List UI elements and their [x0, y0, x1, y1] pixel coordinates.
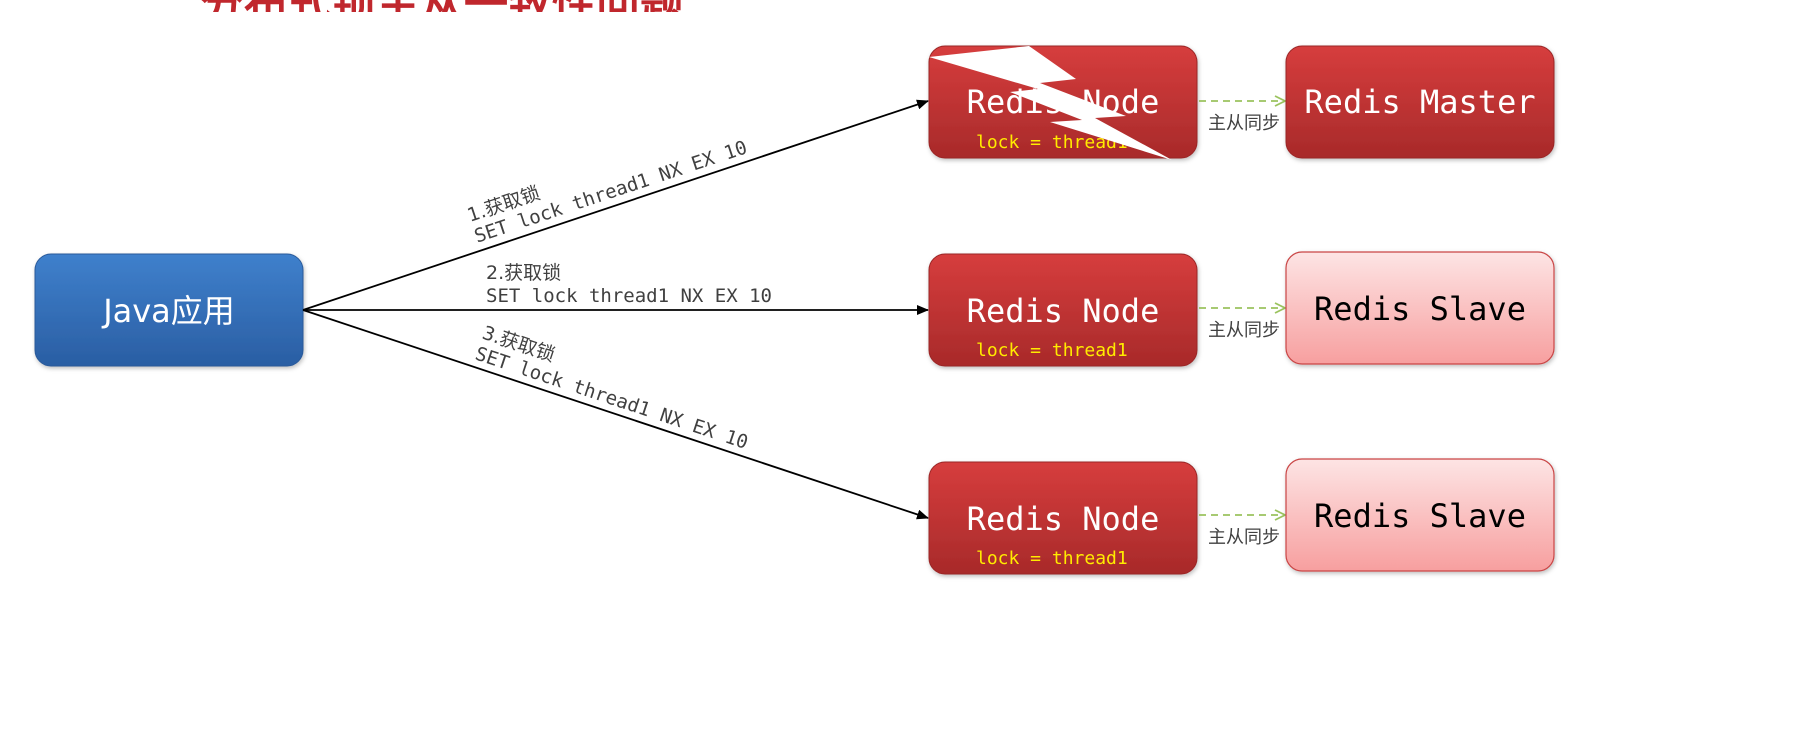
redis-master-box: Redis Master: [1285, 45, 1555, 159]
redis-slave-1-label: Redis Slave: [1314, 290, 1526, 328]
sync-label-3: 主从同步: [1208, 527, 1280, 548]
request-2-label: 2.获取锁 SET lock thread1 NX EX 10: [486, 262, 772, 307]
lightning-bolt-icon: [929, 46, 1172, 160]
sync-label-2: 主从同步: [1208, 320, 1280, 341]
redis-node-3-lock: lock = thread1: [976, 548, 1128, 569]
redis-slave-2-label: Redis Slave: [1314, 497, 1526, 535]
request-2-command: SET lock thread1 NX EX 10: [486, 285, 772, 307]
redis-node-1-lock: lock = thread1: [976, 132, 1128, 153]
request-3-label: 3.获取锁 SET lock thread1 NX EX 10: [472, 322, 750, 454]
redis-master-label: Redis Master: [1304, 83, 1535, 121]
sync-label-1: 主从同步: [1208, 113, 1280, 134]
redis-slave-1-box: Redis Slave: [1285, 251, 1555, 365]
request-arrow-3: [302, 309, 929, 520]
request-2-step: 2.获取锁: [486, 262, 561, 284]
page-title: 分布式锁主从一致性问题: [200, 0, 684, 12]
request-3-command: SET lock thread1 NX EX 10: [472, 343, 750, 454]
redis-node-3-label: Redis Node: [967, 500, 1160, 538]
java-app-box: Java应用: [34, 253, 304, 367]
title-region: 分布式锁主从一致性问题: [200, 0, 900, 12]
redis-node-2: Redis Node lock = thread1: [928, 253, 1198, 367]
redis-node-3: Redis Node lock = thread1: [928, 461, 1198, 575]
redis-node-2-label: Redis Node: [967, 292, 1160, 330]
redis-node-2-lock: lock = thread1: [976, 340, 1128, 361]
request-arrow-1: [302, 99, 929, 311]
redis-slave-2-box: Redis Slave: [1285, 458, 1555, 572]
java-app-label: Java应用: [101, 292, 235, 330]
request-1-label: 1.获取锁 SET lock thread1 NX EX 10: [465, 136, 750, 247]
